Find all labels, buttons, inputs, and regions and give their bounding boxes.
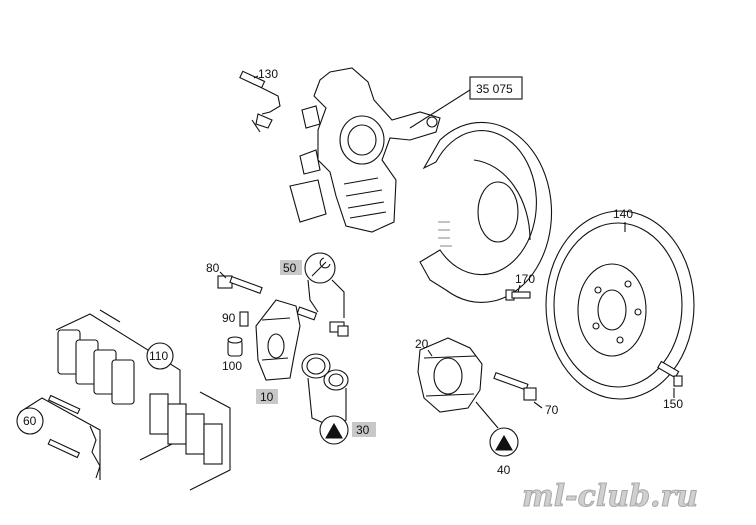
leader-70: [533, 401, 543, 409]
label-40: 40: [497, 463, 511, 477]
leader-50b: [331, 279, 345, 318]
bolt-150-part: [657, 360, 683, 387]
leader-35075: [409, 88, 471, 129]
piston-seals-part: [301, 353, 349, 391]
label-35075: 35 075: [476, 82, 513, 96]
label-170: 170: [515, 272, 535, 286]
leader-80: [219, 271, 227, 279]
brake-disc-part: [545, 210, 695, 400]
caliper-right-part: [417, 337, 483, 413]
caliper-left-part: [255, 299, 301, 381]
label-70: 70: [545, 403, 559, 417]
label-80: 80: [206, 261, 220, 275]
leader-130: [253, 75, 259, 79]
label-110: 110: [149, 349, 168, 363]
tag-box-10: [256, 389, 278, 404]
tag-box-50: [280, 260, 302, 275]
leader-30: [307, 377, 327, 425]
label-50: 50: [283, 261, 297, 275]
label-140: 140: [613, 207, 633, 221]
leader-50: [307, 279, 319, 313]
dust-shield-part: [419, 121, 553, 303]
leader-40: [475, 401, 499, 429]
label-150: 150: [663, 397, 683, 411]
label-60: 60: [23, 414, 37, 428]
bleed-screw-part: [239, 311, 249, 327]
wrench-icon: [311, 257, 331, 277]
bolt-70-part: [493, 372, 537, 401]
label-90: 90: [222, 311, 236, 325]
label-130: 130: [258, 67, 278, 81]
brake-pads-part: [55, 309, 231, 491]
guide-bolts-part: [296, 306, 349, 337]
seal-kit-icon: [325, 422, 343, 439]
label-100: 100: [222, 359, 242, 373]
wear-sensor-part: [239, 70, 281, 133]
label-10: 10: [260, 390, 274, 404]
bolt-170-part: [505, 289, 531, 301]
watermark-logo: ml-club.ru: [522, 479, 698, 514]
pins-spring-part: [19, 394, 101, 480]
tag-box-35075: [469, 76, 523, 100]
tag-box-30: [352, 422, 376, 437]
steering-knuckle-part: [289, 67, 441, 233]
cap-part: [227, 336, 243, 357]
callout-circle-110: [146, 342, 174, 370]
bolt-80-part: [217, 275, 263, 294]
leader-20: [427, 349, 433, 357]
callout-circle-60: [16, 407, 44, 435]
leader-170: [517, 284, 521, 293]
label-20: 20: [415, 337, 429, 351]
kit-icon-40: [495, 434, 513, 451]
label-30: 30: [356, 423, 370, 437]
